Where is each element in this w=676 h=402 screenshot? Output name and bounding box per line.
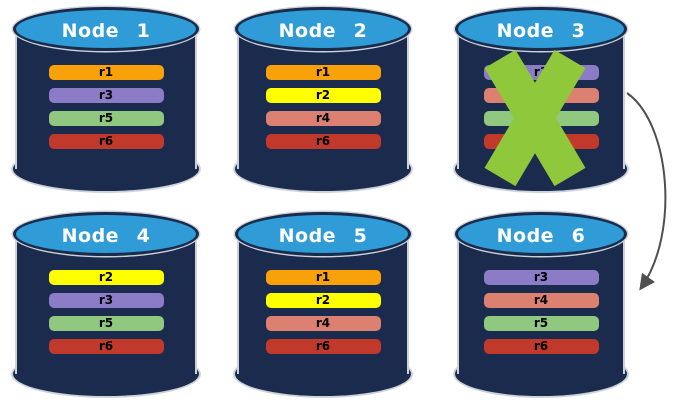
record-bar: r3 [48,293,164,308]
cylinder-top [13,7,199,51]
record-list: r1 r2 r4 r6 [235,65,411,157]
cylinder-top [235,212,411,256]
record-bar: r6 [48,339,164,354]
record-bar: r2 [265,88,381,103]
record-list: r3 r4 r5 r6 [455,270,627,362]
node-1: Node 1 r1 r3 r5 r6 [13,7,199,191]
node-title: Node 3 [496,20,586,42]
record-list: r2 r3 r5 r6 [13,270,199,362]
cylinder-top [13,212,199,256]
record-bar: r1 [48,65,164,80]
record-bar: r4 [265,316,381,331]
node-3: Node 3 r3 r4 r5 r6 [455,7,627,191]
record-bar: r1 [265,65,381,80]
record-bar: r5 [48,111,164,126]
cylinder-top [455,212,627,256]
record-list: r1 r2 r4 r6 [235,270,411,362]
node-2: Node 2 r1 r2 r4 r6 [235,7,411,191]
node-5: Node 5 r1 r2 r4 r6 [235,212,411,396]
failure-x-icon [484,49,586,187]
node-title: Node 4 [61,225,151,247]
record-bar: r5 [48,316,164,331]
record-bar: r2 [48,270,164,285]
record-bar: r4 [265,111,381,126]
node-4: Node 4 r2 r3 r5 r6 [13,212,199,396]
arrow-curve [626,92,667,291]
record-bar: r4 [483,293,599,308]
record-list: r1 r3 r5 r6 [13,65,199,157]
cylinder-top [455,7,627,51]
record-bar: r3 [483,270,599,285]
record-bar: r6 [265,134,381,149]
node-title: Node 1 [61,20,151,42]
node-6: Node 6 r3 r4 r5 r6 [455,212,627,396]
node-title: Node 2 [278,20,368,42]
record-bar: r6 [48,134,164,149]
record-bar: r6 [265,339,381,354]
cylinder-top [235,7,411,51]
record-bar: r2 [265,293,381,308]
node-title: Node 5 [278,225,368,247]
record-bar: r5 [483,316,599,331]
record-bar: r3 [48,88,164,103]
record-bar: r6 [483,339,599,354]
record-bar: r1 [265,270,381,285]
node-title: Node 6 [496,225,586,247]
